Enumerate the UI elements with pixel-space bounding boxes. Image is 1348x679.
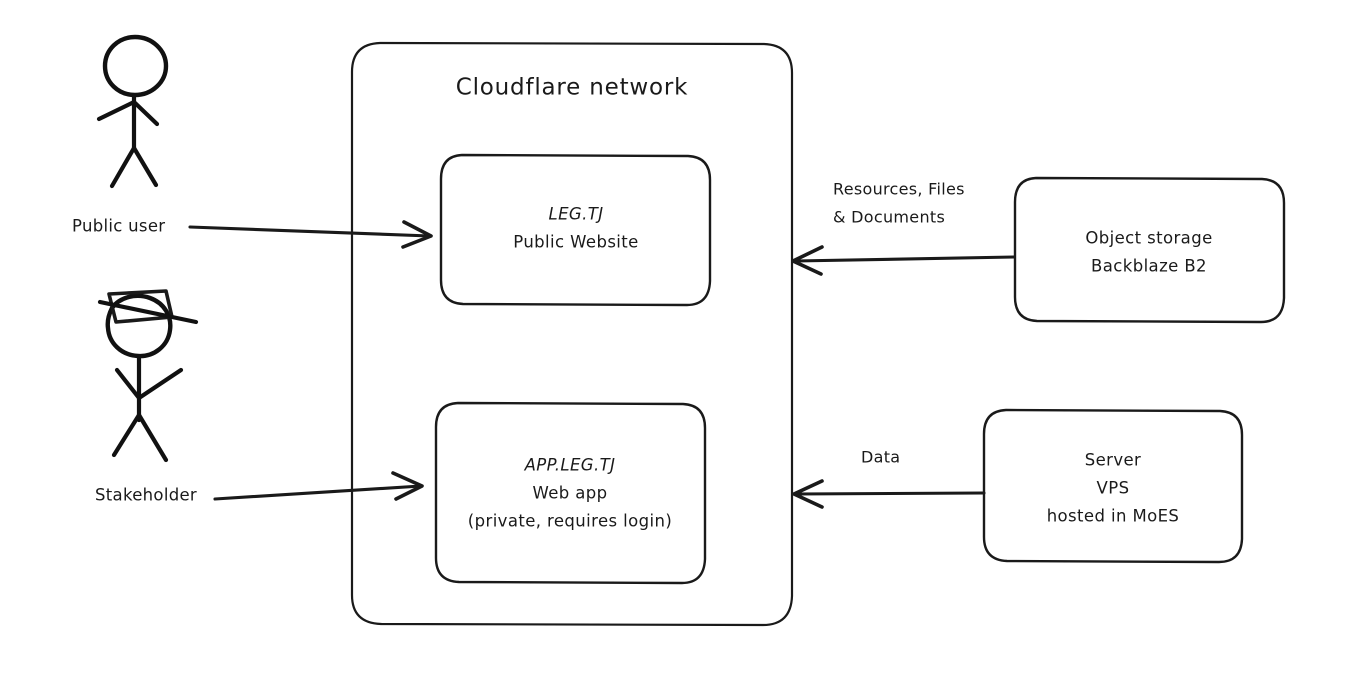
cloudflare-network-title: Cloudflare network	[456, 75, 689, 101]
public-website-line-2: Public Website	[513, 233, 638, 252]
web-app-line-2: Web app	[532, 484, 607, 503]
arrow-head-stakeholder	[391, 471, 424, 501]
object-storage-line-1: Object storage	[1085, 229, 1212, 248]
public-website-box	[439, 153, 712, 307]
actor-label-public-user: Public user	[72, 217, 165, 236]
stick-figure-with-hat-icon	[97, 289, 199, 463]
public-user-arms-icon	[96, 99, 160, 127]
stakeholder-hat-brim-icon	[97, 299, 199, 325]
edge-label-storage-line-2: & Documents	[833, 208, 945, 227]
edge-line-stakeholder	[213, 484, 423, 501]
web-app-box	[434, 401, 707, 585]
edge-label-server-line-1: Data	[861, 448, 900, 467]
arrow-head-server	[792, 479, 824, 509]
edge-storage-to-website	[791, 245, 1016, 276]
node-public-website[interactable]: LEG.TJ Public Website	[439, 153, 712, 307]
stakeholder-legs-icon	[111, 412, 169, 463]
actor-label-stakeholder: Stakeholder	[95, 486, 197, 505]
edge-line-server	[794, 491, 986, 496]
public-user-legs-icon	[109, 145, 159, 189]
web-app-line-1: APP.LEG.TJ	[524, 456, 616, 475]
edge-server-to-web-app	[792, 479, 986, 509]
edge-public-user-to-website	[188, 220, 433, 249]
edge-label-storage-line-1: Resources, Files	[833, 180, 965, 199]
server-vps-line-1: Server	[1085, 451, 1142, 470]
object-storage-line-2: Backblaze B2	[1091, 257, 1207, 276]
public-user-head-icon	[102, 34, 169, 98]
node-server-vps[interactable]: Server VPS hosted in MoES	[982, 408, 1244, 564]
arrow-head-public-user	[401, 220, 433, 249]
edge-line-storage	[793, 255, 1016, 263]
public-website-line-1: LEG.TJ	[549, 205, 604, 224]
stakeholder-arms-icon	[114, 367, 184, 401]
node-web-app[interactable]: APP.LEG.TJ Web app (private, requires lo…	[434, 401, 707, 585]
object-storage-box	[1013, 176, 1286, 324]
server-vps-box	[982, 408, 1244, 564]
server-vps-line-3: hosted in MoES	[1047, 507, 1180, 526]
edge-line-public-user	[188, 225, 432, 238]
stick-figure-icon	[96, 34, 169, 189]
arrow-head-storage	[791, 245, 824, 276]
stakeholder-head-icon	[105, 293, 173, 359]
edge-stakeholder-to-web-app	[213, 471, 424, 501]
web-app-line-3: (private, requires login)	[468, 512, 672, 531]
server-vps-line-2: VPS	[1097, 479, 1130, 498]
node-object-storage[interactable]: Object storage Backblaze B2	[1013, 176, 1286, 324]
